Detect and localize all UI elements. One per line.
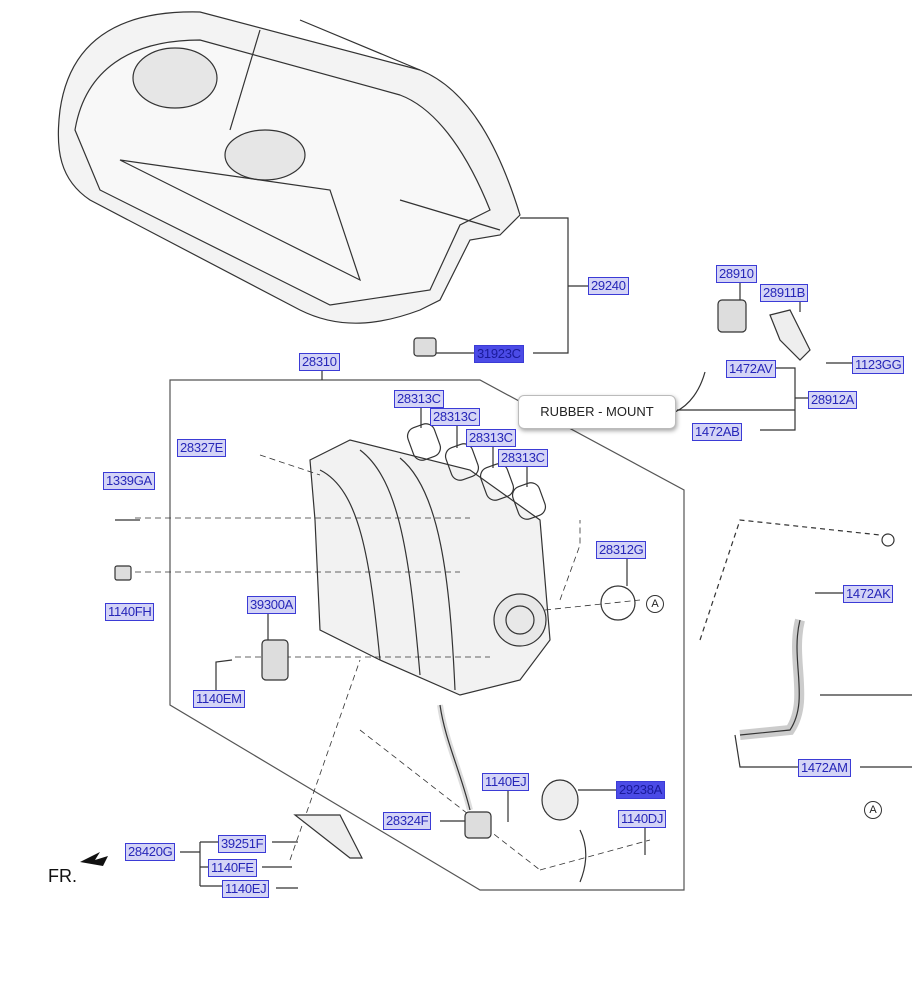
actuator-29238a bbox=[541, 779, 579, 821]
solenoid-28324f bbox=[464, 811, 492, 839]
sensor-39300a bbox=[261, 639, 289, 681]
part-label-1472av[interactable]: 1472AV bbox=[726, 360, 776, 378]
part-label-28310[interactable]: 28310 bbox=[299, 353, 340, 371]
part-label-28313c[interactable]: 28313C bbox=[498, 449, 548, 467]
part-label-28313c[interactable]: 28313C bbox=[394, 390, 444, 408]
part-label-1472am[interactable]: 1472AM bbox=[798, 759, 851, 777]
engine-cover bbox=[57, 11, 521, 324]
front-arrow-icon bbox=[80, 852, 108, 866]
part-label-28420g[interactable]: 28420G bbox=[125, 843, 176, 861]
part-label-28912a[interactable]: 28912A bbox=[808, 391, 858, 409]
intake-manifold bbox=[309, 439, 551, 696]
part-label-1140fe[interactable]: 1140FE bbox=[208, 859, 257, 877]
front-direction-label: FR. bbox=[48, 866, 77, 886]
part-label-29240[interactable]: 29240 bbox=[588, 277, 629, 295]
part-label-1140dj[interactable]: 1140DJ bbox=[618, 810, 667, 828]
part-label-1140ej[interactable]: 1140EJ bbox=[222, 880, 270, 898]
tooltip-rubber-mount: RUBBER - MOUNT bbox=[518, 395, 676, 429]
part-label-1140fh[interactable]: 1140FH bbox=[105, 603, 155, 621]
reference-marker-a: A bbox=[646, 595, 664, 613]
part-label-1140em[interactable]: 1140EM bbox=[193, 690, 245, 708]
part-label-1472ak[interactable]: 1472AK bbox=[843, 585, 894, 603]
part-label-28324f[interactable]: 28324F bbox=[383, 812, 432, 830]
cap-31923c-drawing bbox=[413, 337, 437, 357]
part-label-39251f[interactable]: 39251F bbox=[218, 835, 267, 853]
part-label-39300a[interactable]: 39300A bbox=[247, 596, 297, 614]
part-label-31923c[interactable]: 31923C bbox=[474, 345, 524, 363]
part-label-28313c[interactable]: 28313C bbox=[466, 429, 516, 447]
part-label-1123gg[interactable]: 1123GG bbox=[852, 356, 905, 374]
part-label-28312g[interactable]: 28312G bbox=[596, 541, 647, 559]
part-label-28911b[interactable]: 28911B bbox=[760, 284, 809, 302]
part-label-28910[interactable]: 28910 bbox=[716, 265, 757, 283]
part-label-29238a[interactable]: 29238A bbox=[616, 781, 666, 799]
part-label-1472ab[interactable]: 1472AB bbox=[692, 423, 743, 441]
gaskets-28313c bbox=[406, 406, 547, 520]
part-label-1339ga[interactable]: 1339GA bbox=[103, 472, 155, 490]
o-ring-28312g bbox=[600, 585, 636, 621]
part-label-28313c[interactable]: 28313C bbox=[430, 408, 480, 426]
part-label-1140ej[interactable]: 1140EJ bbox=[482, 773, 530, 791]
reference-marker-a: A bbox=[864, 801, 882, 819]
part-label-28327e[interactable]: 28327E bbox=[177, 439, 227, 457]
